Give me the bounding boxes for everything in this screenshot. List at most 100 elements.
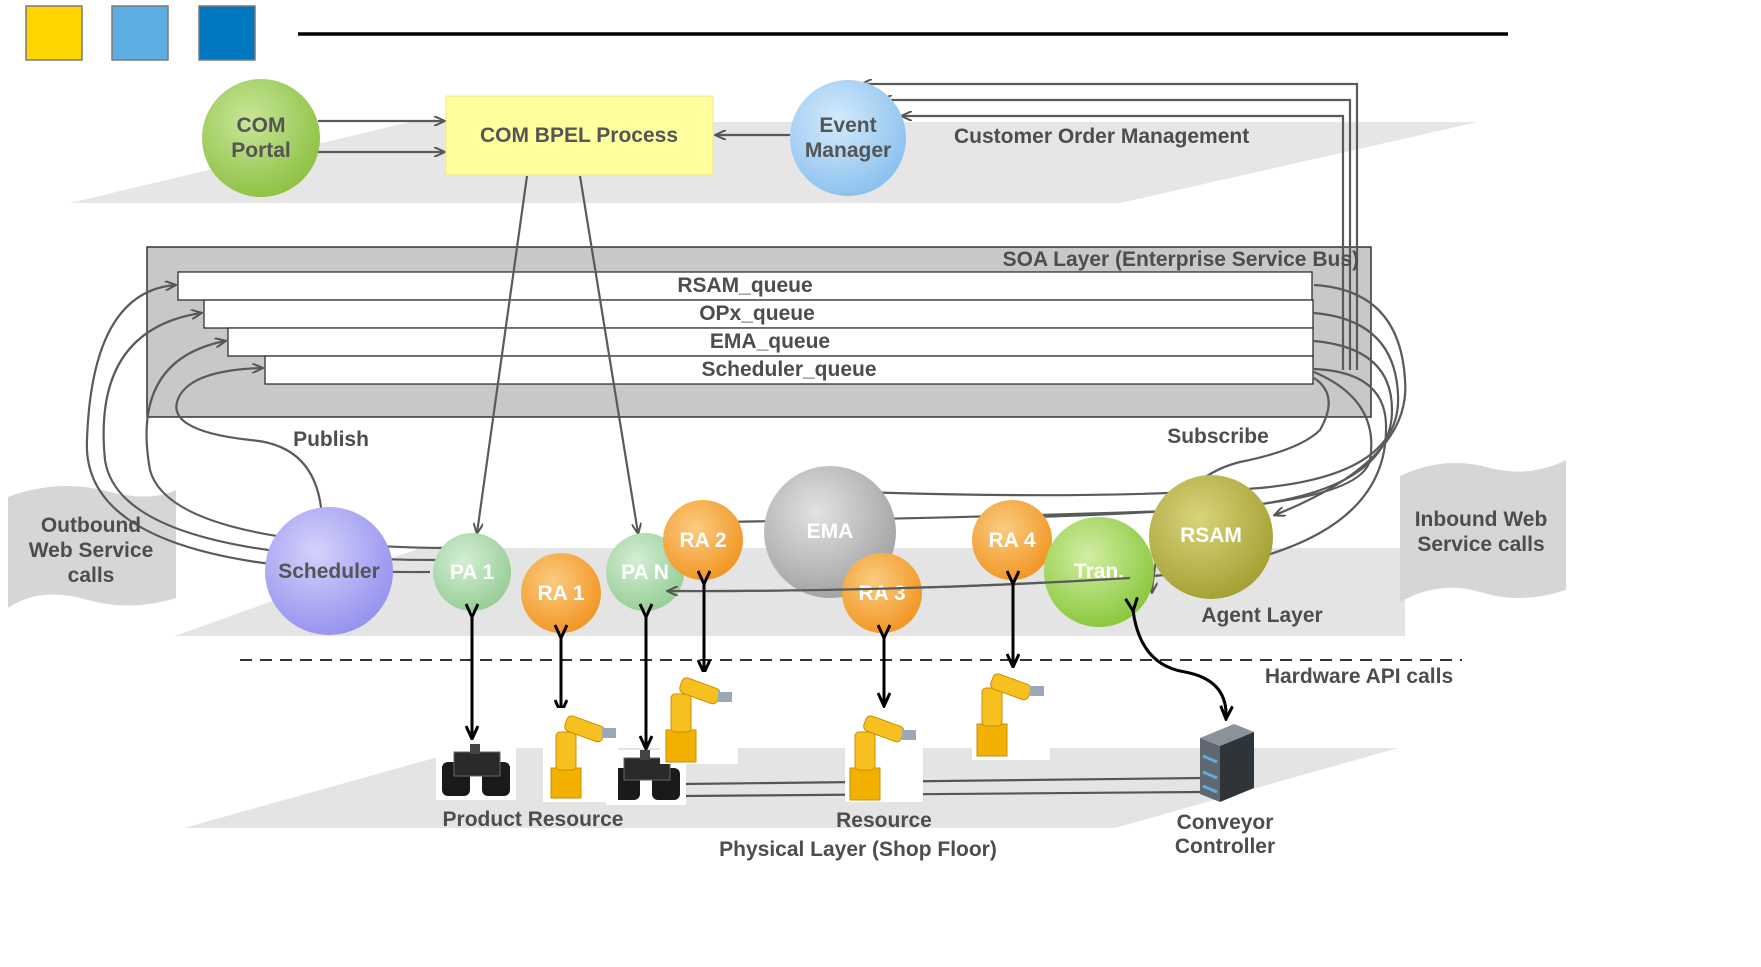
rsam-node bbox=[1149, 475, 1273, 599]
server-top bbox=[1200, 724, 1254, 746]
rsam-agent[interactable]: RSAM bbox=[1149, 475, 1273, 599]
event-manager[interactable]: Event Manager bbox=[790, 80, 906, 196]
tran-hw-arrow bbox=[1133, 610, 1226, 718]
conveyor-controller[interactable] bbox=[1200, 724, 1254, 802]
scheduler-agent[interactable]: Scheduler bbox=[265, 507, 393, 635]
swatch-blue bbox=[198, 5, 256, 61]
event-manager-node bbox=[790, 80, 906, 196]
ra2-label: RA 2 bbox=[679, 529, 726, 552]
ra2-node bbox=[663, 500, 743, 580]
inbound-banner bbox=[1400, 460, 1566, 602]
robot-arm-3[interactable] bbox=[845, 708, 923, 802]
conveyor-label-1: Conveyor bbox=[1177, 811, 1274, 834]
robot-arm-4-upper bbox=[990, 673, 1032, 701]
mobile-robot-1-body bbox=[453, 751, 501, 777]
inbound-label-2: Service calls bbox=[1417, 533, 1544, 556]
robot-arm-1[interactable] bbox=[543, 708, 618, 802]
hardware-arrows bbox=[472, 583, 1226, 748]
scheduler-queue-bar bbox=[264, 355, 1314, 385]
outbound-label-2: Web Service bbox=[29, 539, 154, 562]
pan-agent[interactable]: PA N bbox=[606, 533, 684, 611]
robot-arm-4[interactable] bbox=[972, 668, 1050, 760]
event-manager-label-2: Manager bbox=[805, 139, 891, 162]
scheduler-node bbox=[265, 507, 393, 635]
com-portal-label-2: Portal bbox=[231, 139, 291, 162]
server-led-3 bbox=[1202, 784, 1218, 794]
hardware-calls-label: Hardware API calls bbox=[1265, 665, 1453, 688]
com-layer-label: Customer Order Management bbox=[954, 125, 1249, 148]
pa1-agent[interactable]: PA 1 bbox=[433, 533, 511, 611]
robot-arm-1-lower bbox=[555, 731, 577, 771]
inbound-label-1: Inbound Web bbox=[1415, 508, 1548, 531]
robot-arm-1-tool bbox=[602, 728, 616, 738]
tran-agent[interactable]: Tran. bbox=[1044, 517, 1154, 627]
conveyor-label-2: Controller bbox=[1175, 835, 1275, 858]
event-manager-label-1: Event bbox=[819, 114, 876, 137]
scheduler-queue-label: Scheduler_queue bbox=[701, 358, 876, 381]
rsam-queue-label: RSAM_queue bbox=[677, 274, 812, 297]
ra3-label: RA 3 bbox=[858, 582, 905, 605]
publish-label: Publish bbox=[293, 428, 369, 451]
soa-layer-label: SOA Layer (Enterprise Service Bus) bbox=[1003, 248, 1359, 271]
robot-arm-4-base bbox=[976, 723, 1008, 757]
tran-label: Tran. bbox=[1074, 560, 1124, 583]
feedback-line-1 bbox=[862, 84, 1359, 370]
mobile-robot-1[interactable] bbox=[436, 740, 516, 800]
subscribe-curve-opx bbox=[862, 311, 1400, 495]
swatch-light-blue bbox=[111, 5, 169, 61]
ema-queue-bar bbox=[227, 327, 1314, 357]
product-resource-label: Product Resource bbox=[443, 808, 624, 831]
outbound-banner bbox=[8, 486, 176, 608]
robot-arm-4-tool bbox=[1030, 686, 1044, 696]
ra2-agent[interactable]: RA 2 bbox=[663, 500, 743, 580]
com-bpel-box bbox=[445, 95, 714, 176]
outbound-label-1: Outbound bbox=[41, 514, 141, 537]
scheduler-label: Scheduler bbox=[278, 560, 380, 583]
publish-curve-scheduler bbox=[175, 368, 324, 519]
com-bpel-process[interactable]: COM BPEL Process bbox=[445, 95, 714, 176]
feedback-line-3 bbox=[902, 116, 1345, 370]
com-portal-label-1: COM bbox=[237, 114, 286, 137]
ra1-agent[interactable]: RA 1 bbox=[521, 553, 601, 633]
ema-label: EMA bbox=[807, 520, 854, 543]
conveyor-cable-1 bbox=[683, 776, 1203, 786]
server-led-2 bbox=[1202, 770, 1218, 780]
rsam-queue-bar bbox=[177, 271, 1313, 301]
com-layer-plane bbox=[70, 122, 1478, 203]
server-led-1 bbox=[1202, 754, 1218, 764]
bpel-to-pan-arrow bbox=[578, 175, 638, 533]
mobile-robot-2-mast bbox=[640, 750, 650, 760]
robot-arm-2-base bbox=[665, 729, 697, 763]
server-side bbox=[1220, 732, 1254, 802]
feedback-line-2 bbox=[882, 100, 1352, 370]
ra4-node bbox=[972, 500, 1052, 580]
server-front bbox=[1200, 738, 1220, 802]
rsam-label: RSAM bbox=[1180, 524, 1242, 547]
pa1-label: PA 1 bbox=[450, 561, 495, 584]
bpel-to-pa1-arrow bbox=[477, 175, 529, 533]
ra4-label: RA 4 bbox=[988, 529, 1035, 552]
robot-arm-3-tool bbox=[902, 730, 916, 740]
ema-queue-label: EMA_queue bbox=[710, 330, 830, 353]
pan-label: PA N bbox=[621, 561, 669, 584]
robot-arm-3-base bbox=[849, 767, 881, 801]
soa-layer bbox=[146, 246, 1372, 418]
com-portal[interactable]: COM Portal bbox=[202, 79, 320, 197]
pa1-node bbox=[433, 533, 511, 611]
ra3-agent[interactable]: RA 3 bbox=[842, 553, 922, 633]
subscribe-to-pan-arrow bbox=[668, 576, 1131, 591]
ra1-node bbox=[521, 553, 601, 633]
conveyor-cable-2 bbox=[683, 790, 1203, 798]
subscribe-label: Subscribe bbox=[1167, 425, 1269, 448]
ra3-node bbox=[842, 553, 922, 633]
robot-arm-3-lower bbox=[854, 731, 876, 771]
com-portal-node bbox=[202, 79, 320, 197]
conveyor-cables bbox=[683, 776, 1203, 798]
robot-arm-2[interactable] bbox=[660, 672, 738, 764]
swatch-yellow bbox=[25, 5, 83, 61]
mobile-robot-2[interactable] bbox=[606, 750, 686, 805]
com-bpel-label: COM BPEL Process bbox=[480, 124, 678, 147]
ra4-agent[interactable]: RA 4 bbox=[972, 500, 1052, 580]
resource-label: Resource bbox=[836, 809, 932, 832]
